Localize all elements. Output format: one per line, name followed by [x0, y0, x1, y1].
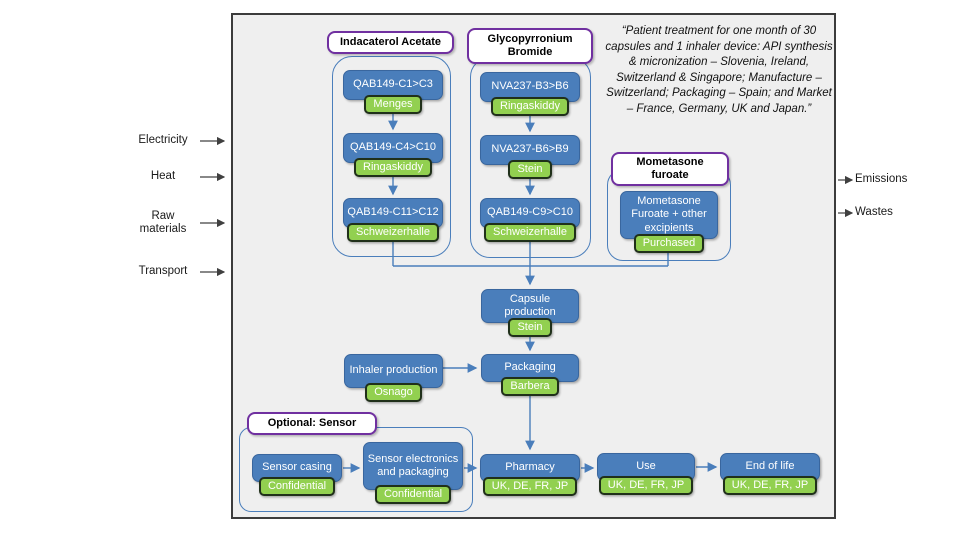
node-inhaler-production: Inhaler production	[344, 354, 443, 388]
output-label-wastes: Wastes	[855, 206, 893, 218]
node-sensor-electronics: Sensor electronics and packaging	[363, 442, 463, 490]
site-tag-pharmacy: UK, DE, FR, JP	[482, 477, 578, 496]
site-tag-packaging: Barbera	[501, 377, 559, 396]
site-tag-inhaler-production: Osnago	[365, 383, 422, 402]
site-tag-gly-step2: Stein	[508, 160, 552, 179]
group-title-glycopyrronium: Glycopyrronium Bromide	[467, 28, 593, 64]
site-tag-capsule-production: Stein	[508, 318, 552, 337]
input-label-transport: Transport	[138, 265, 188, 277]
node-capsule-production: Capsule production	[481, 289, 579, 323]
site-tag-end-of-life: UK, DE, FR, JP	[722, 476, 818, 495]
group-title-sensor: Optional: Sensor	[247, 412, 377, 435]
site-tag-mometasone: Purchased	[633, 234, 705, 253]
output-label-emissions: Emissions	[855, 173, 908, 185]
group-indacaterol	[332, 56, 451, 257]
site-tag-use: UK, DE, FR, JP	[598, 476, 694, 495]
site-tag-sensor-electronics: Confidential	[374, 485, 452, 504]
site-tag-sensor-casing: Confidential	[258, 477, 336, 496]
site-tag-gly-step1: Ringaskiddy	[491, 97, 569, 116]
group-title-mometasone: Mometasone furoate	[611, 152, 729, 186]
input-label-heat: Heat	[150, 170, 176, 182]
site-tag-ind-step1: Menges	[364, 95, 422, 114]
scope-quote: “Patient treatment for one month of 30 c…	[605, 25, 833, 115]
site-tag-ind-step3: Schweizerhalle	[347, 223, 439, 242]
input-label-raw-materials: Raw materials	[139, 210, 187, 235]
group-title-indacaterol: Indacaterol Acetate	[327, 31, 454, 54]
input-label-electricity: Electricity	[138, 134, 188, 146]
site-tag-gly-step3: Schweizerhalle	[484, 223, 576, 242]
node-mometasone: Mometasone Furoate + other excipients	[620, 191, 718, 239]
site-tag-ind-step2: Ringaskiddy	[354, 158, 432, 177]
